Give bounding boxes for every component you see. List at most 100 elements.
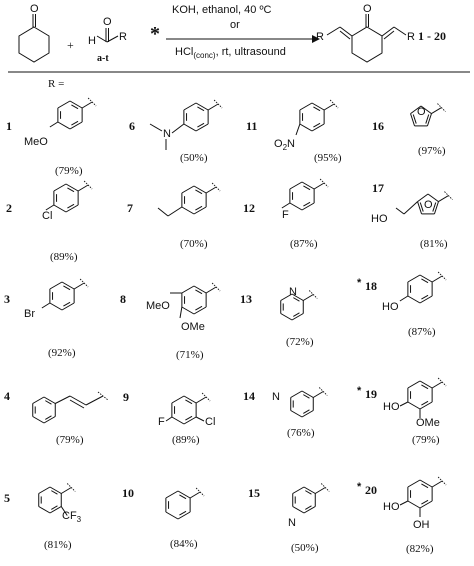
compound-number: 17 xyxy=(372,181,384,195)
ring-oxygen: O xyxy=(417,106,426,118)
star-marker: * xyxy=(150,23,160,45)
yield-label: (76%) xyxy=(287,427,315,439)
substituent-label: HO xyxy=(371,213,388,225)
substituent-label: Br xyxy=(24,308,35,320)
substituent-label: HO xyxy=(383,401,400,413)
compound-17: 17O HO (81%) xyxy=(371,181,453,250)
compound-7: 7 (70%) xyxy=(127,182,221,250)
compound-number: 13 xyxy=(240,292,252,306)
ring-oxygen: O xyxy=(424,199,433,211)
aldehyde-hydrogen: H xyxy=(88,35,96,47)
plus-sign: + xyxy=(67,38,74,52)
compound-number: 12 xyxy=(243,201,255,215)
yield-label: (79%) xyxy=(55,165,83,177)
compound-13: 13 N (72%) xyxy=(240,286,318,348)
compound-number: 8 xyxy=(120,292,126,306)
yield-label: (89%) xyxy=(50,251,78,263)
yield-label: (81%) xyxy=(44,539,72,551)
arrow-head-icon xyxy=(312,35,320,43)
compound-number: 18 xyxy=(365,279,377,293)
compound-number: 7 xyxy=(127,201,133,215)
yield-label: (87%) xyxy=(408,326,436,338)
yield-label: (79%) xyxy=(56,434,84,446)
substituent-label: Cl xyxy=(42,210,52,222)
product-range-label: 1 - 20 xyxy=(418,29,446,43)
table-header: R = xyxy=(48,78,64,90)
compound-number: 10 xyxy=(122,486,134,500)
yield-label: (71%) xyxy=(176,349,204,361)
substituent-label: MeO xyxy=(24,136,48,148)
reaction-arrow-group: KOH, ethanol, 40 ºC or HCl(conc), rt, ul… xyxy=(166,4,320,60)
compound-number: 11 xyxy=(246,119,257,133)
compound-number: 1 xyxy=(6,119,12,133)
yield-label: (89%) xyxy=(172,434,200,446)
compound-number: 20 xyxy=(365,483,377,497)
compound-4: 4 (79%) xyxy=(4,389,109,446)
product-r-right: R xyxy=(407,31,415,43)
substituent-label: Cl xyxy=(205,416,215,428)
yield-label: (81%) xyxy=(420,238,448,250)
star-marker: * xyxy=(357,481,362,493)
cyclohexanone-structure: O xyxy=(18,3,50,63)
substituent-label: OH xyxy=(413,519,430,531)
compound-18: 18*HO(87%) xyxy=(357,271,447,338)
yield-label: (72%) xyxy=(286,336,314,348)
conditions-line-3: HCl(conc), rt, ultrasound xyxy=(175,46,286,60)
substituent-label: F xyxy=(282,209,289,221)
product-r-left: R xyxy=(316,31,324,43)
compound-number: 4 xyxy=(4,389,10,403)
ring-nitrogen: N xyxy=(289,286,297,298)
yield-label: (82%) xyxy=(406,543,434,555)
yield-label: (95%) xyxy=(314,152,342,164)
compound-10: 10 (84%) xyxy=(122,486,205,550)
compound-number: 5 xyxy=(4,491,10,505)
compound-number: 16 xyxy=(372,119,384,133)
yield-label: (70%) xyxy=(180,238,208,250)
yield-label: (97%) xyxy=(418,145,446,157)
yield-label: (50%) xyxy=(180,152,208,164)
compound-number: 3 xyxy=(4,292,10,306)
compound-16: 16 O (97%) xyxy=(372,103,446,157)
substituent-label: O2N xyxy=(274,138,295,152)
substituent-label: N xyxy=(163,128,171,140)
substituent-label: F xyxy=(158,416,165,428)
compound-number: 19 xyxy=(365,387,377,401)
yield-label: (84%) xyxy=(170,538,198,550)
compound-3: 3Br (92%) xyxy=(4,278,89,359)
compound-2: 2Cl (89%) xyxy=(6,180,93,263)
ring-nitrogen: N xyxy=(272,391,280,403)
product-oxygen: O xyxy=(363,3,372,15)
compound-9: 9F Cl (89%) xyxy=(123,390,215,446)
conditions-line-1: KOH, ethanol, 40 ºC xyxy=(172,4,271,16)
aldehyde-r-group: R xyxy=(119,31,127,43)
ring-nitrogen: N xyxy=(288,517,296,529)
substituent-label: OMe xyxy=(416,417,440,429)
compound-number: 9 xyxy=(123,390,129,404)
yield-label: (50%) xyxy=(291,542,319,554)
substituent-label: MeO xyxy=(146,300,170,312)
aldehyde-oxygen: O xyxy=(103,16,112,28)
compound-number: 2 xyxy=(6,201,12,215)
conditions-line-2: or xyxy=(230,19,240,31)
bis-benzylidene-product-structure: O R R xyxy=(316,3,415,63)
yield-label: (87%) xyxy=(290,238,318,250)
yield-label: (92%) xyxy=(48,347,76,359)
compound-6: 6N (50%) xyxy=(129,99,223,164)
compound-number: 6 xyxy=(129,119,135,133)
aldehyde-structure: O H R a-t xyxy=(88,16,127,64)
star-marker: * xyxy=(357,277,362,289)
compound-15: 15N(50%) xyxy=(248,483,330,554)
compound-number: 14 xyxy=(243,389,255,403)
substituent-label: HO xyxy=(383,501,400,513)
yield-label: (79%) xyxy=(412,434,440,446)
substituent-label: OMe xyxy=(181,321,205,333)
substituent-label: CF3 xyxy=(62,510,82,524)
